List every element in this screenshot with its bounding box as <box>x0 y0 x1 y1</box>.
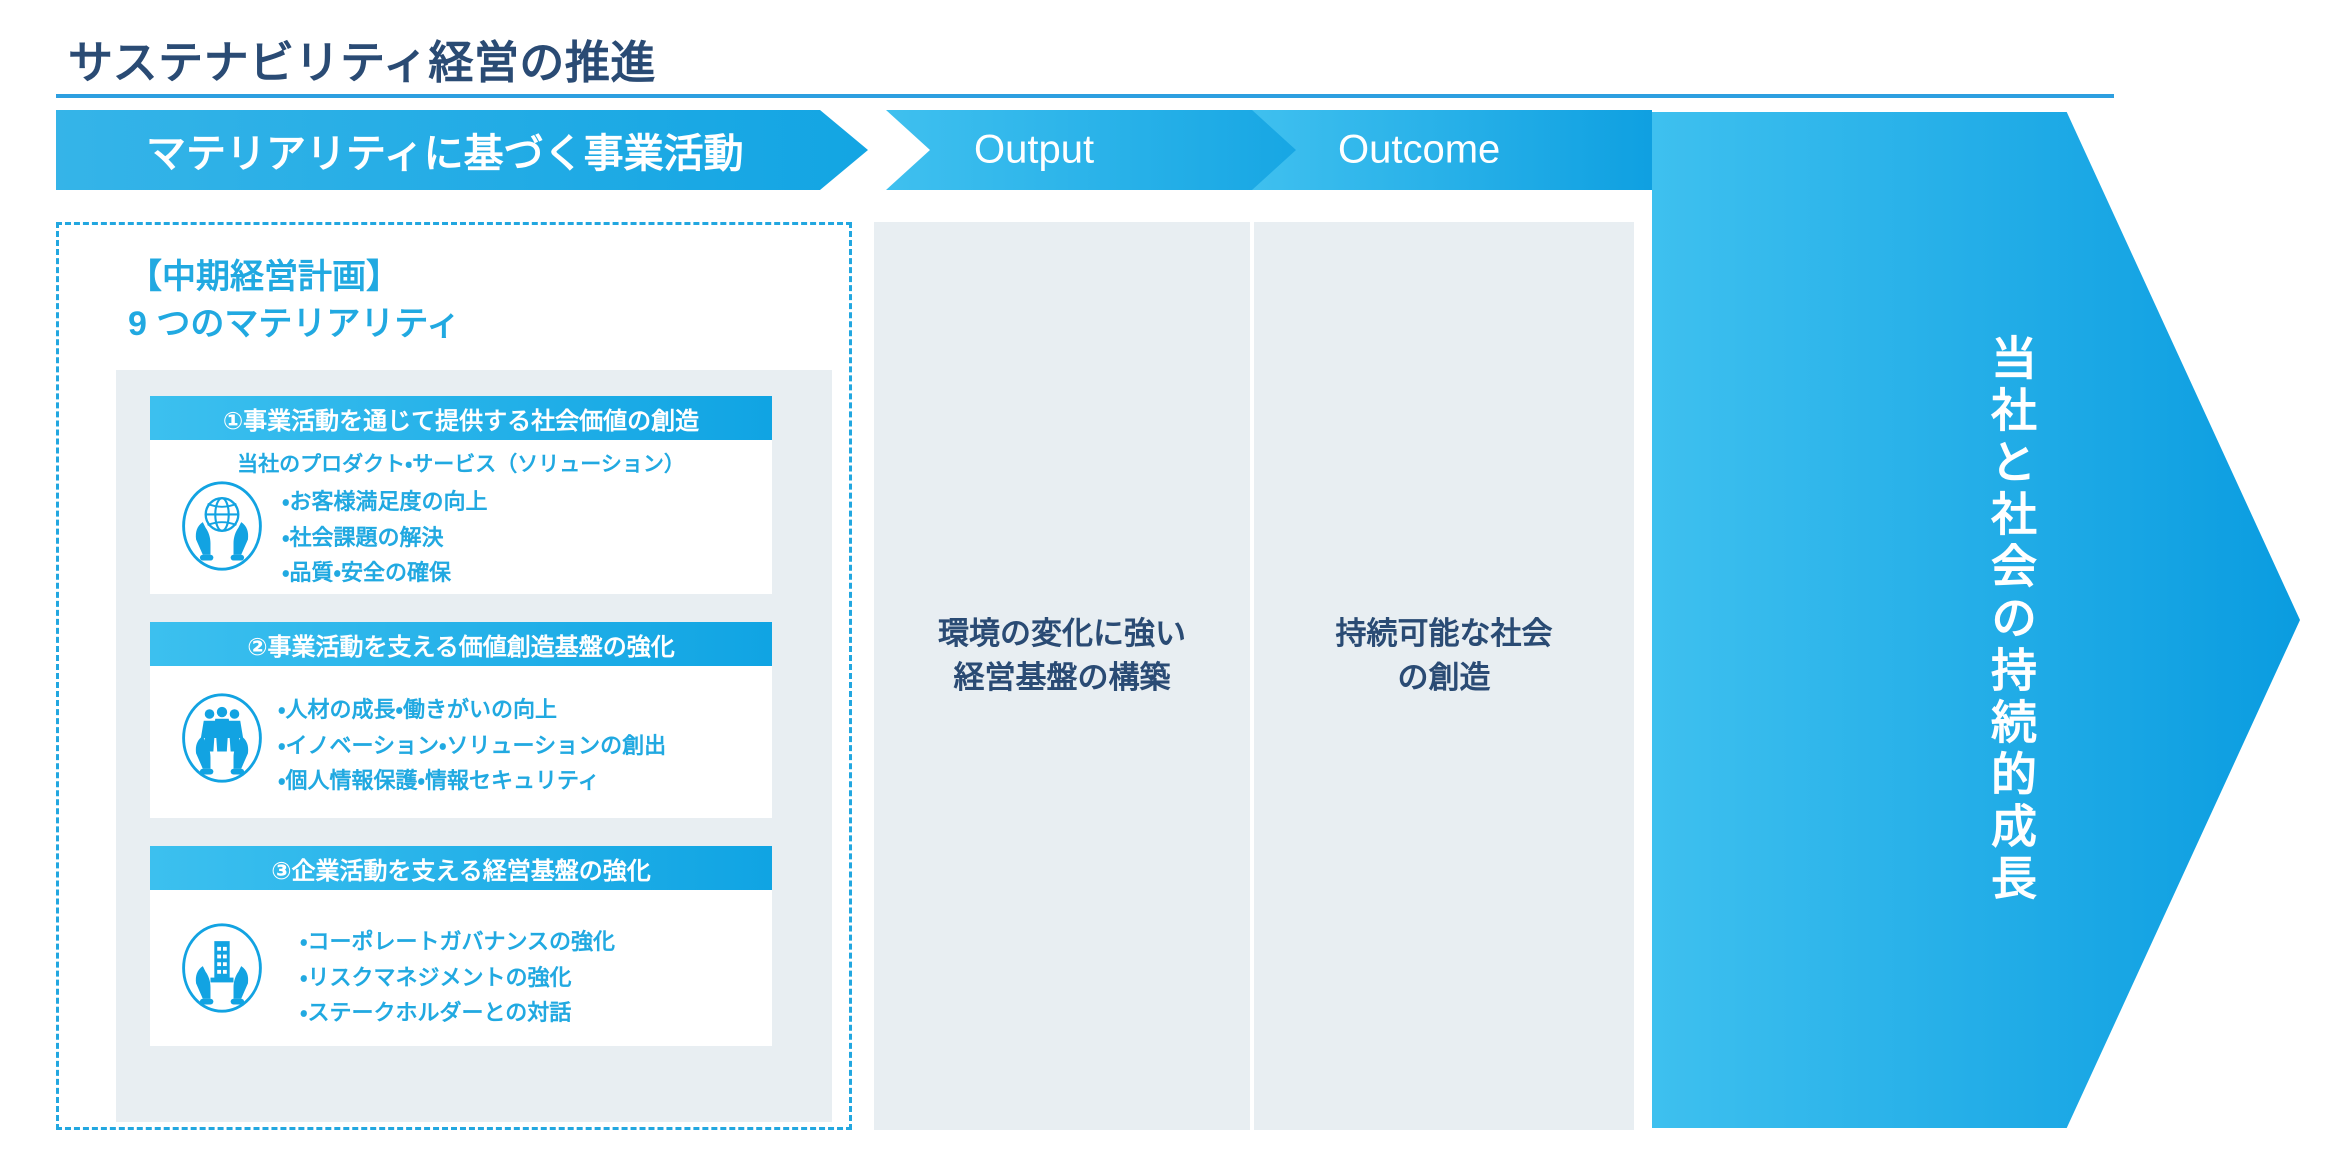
bullet-item: ・ステークホルダーとの対話 <box>300 1000 572 1026</box>
band-materiality[interactable]: マテリアリティに基づく事業活動 <box>56 110 868 190</box>
materiality-card[interactable]: ③企業活動を支える経営基盤の強化 <box>150 846 772 1046</box>
bullet-item: ・社会課題の解決 <box>282 524 444 550</box>
materiality-card-body: 当社のプロダクト・サービス（ソリューション） <box>150 440 772 594</box>
materiality-card-subtitle: 当社のプロダクト・サービス（ソリューション） <box>237 453 685 476</box>
plan-heading-line2: 9 つのマテリアリティ <box>128 304 461 343</box>
materiality-card-bullets: ・お客様満足度の向上 ・社会課題の解決 ・品質・安全の確保 <box>282 484 487 591</box>
band-output-label: Output <box>974 127 1095 172</box>
goal-arrow: 当社と社会の持続的成長 <box>1652 112 2300 1128</box>
outcome-panel: 持続可能な社会 の創造 <box>1254 222 1634 1130</box>
hands-building-icon <box>174 920 270 1016</box>
output-panel: 環境の変化に強い 経営基盤の構築 <box>874 222 1250 1130</box>
materiality-card-body: ・人材の成長・働きがいの向上 ・イノベーション・ソリューションの創出 ・個人情報… <box>150 666 772 818</box>
materiality-card-header: ③企業活動を支える経営基盤の強化 <box>150 846 772 890</box>
plan-heading-line1: 【中期経営計画】 <box>128 258 400 296</box>
materiality-card-bullets: ・人材の成長・働きがいの向上 ・イノベーション・ソリューションの創出 ・個人情報… <box>278 692 666 799</box>
bullet-item: ・お客様満足度の向上 <box>282 489 488 514</box>
hands-people-icon <box>174 690 270 786</box>
materiality-card-header: ①事業活動を通じて提供する社会価値の創造 <box>150 396 772 440</box>
bullet-item: ・人材の成長・働きがいの向上 <box>278 697 557 722</box>
materiality-card-bullets: ・コーポレートガバナンスの強化 ・リスクマネジメントの強化 ・ステークホルダーと… <box>300 924 615 1031</box>
bullet-item: ・リスクマネジメントの強化 <box>300 964 572 990</box>
plan-heading: 【中期経営計画】 9 つのマテリアリティ <box>128 254 460 348</box>
goal-arrow-text: 当社と社会の持続的成長 <box>1985 334 2037 906</box>
materiality-cards-container: ①事業活動を通じて提供する社会価値の創造 当社のプロダクト・サービス（ソリューシ… <box>116 370 832 1122</box>
page-title: サステナビリティ経営の推進 <box>68 37 656 88</box>
bullet-item: ・品質・安全の確保 <box>282 560 451 586</box>
output-panel-text: 環境の変化に強い 経営基盤の構築 <box>938 615 1186 695</box>
band-outcome[interactable]: Outcome <box>1252 110 1652 190</box>
band-outcome-label: Outcome <box>1338 127 1501 172</box>
bullet-item: ・個人情報保護・情報セキュリティ <box>278 768 600 794</box>
materiality-card[interactable]: ①事業活動を通じて提供する社会価値の創造 当社のプロダクト・サービス（ソリューシ… <box>150 396 772 594</box>
title-underline-rule <box>56 94 2114 98</box>
outcome-panel-text: 持続可能な社会 の創造 <box>1335 615 1553 695</box>
hands-globe-icon <box>174 478 270 574</box>
materiality-card[interactable]: ②事業活動を支える価値創造基盤の強化 <box>150 622 772 818</box>
bullet-item: ・コーポレートガバナンスの強化 <box>300 929 616 954</box>
materiality-card-body: ・コーポレートガバナンスの強化 ・リスクマネジメントの強化 ・ステークホルダーと… <box>150 890 772 1046</box>
materiality-card-header: ②事業活動を支える価値創造基盤の強化 <box>150 622 772 666</box>
bullet-item: ・イノベーション・ソリューションの創出 <box>278 732 667 758</box>
band-materiality-label: マテリアリティに基づく事業活動 <box>146 132 744 176</box>
